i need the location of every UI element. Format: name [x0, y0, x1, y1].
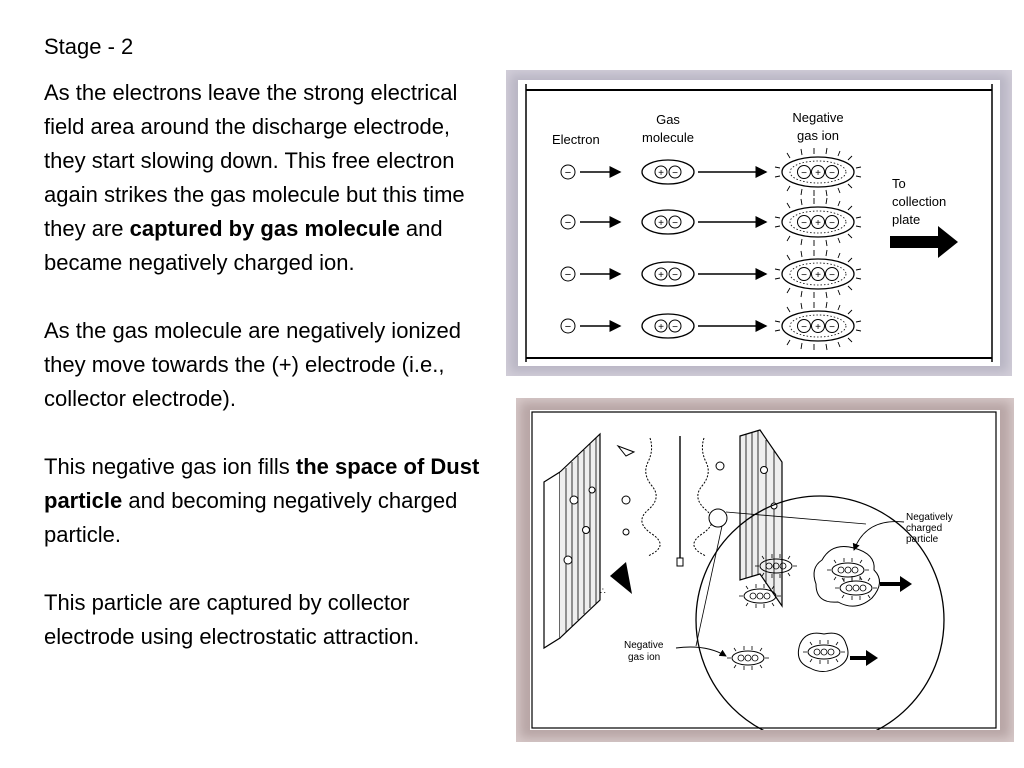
particle-arrow-1 — [880, 576, 912, 592]
left-collector-plates — [543, 432, 601, 650]
label-electron: Electron — [552, 132, 600, 147]
flow-arrow-out — [610, 562, 632, 594]
label-to-3: plate — [892, 212, 920, 227]
row-3 — [560, 249, 862, 299]
label-neg-1: Negative — [792, 110, 843, 125]
label-neg-particle-2: charged — [906, 523, 942, 534]
p3-text-a: This negative gas ion fills — [44, 454, 296, 479]
paragraph-1: As the electrons leave the strong electr… — [44, 76, 496, 280]
label-gas-1: Gas — [656, 112, 680, 127]
paragraph-3: This negative gas ion fills the space of… — [44, 450, 496, 552]
collection-arrow — [890, 226, 958, 258]
paragraph-2: As the gas molecule are negatively ioniz… — [44, 318, 462, 411]
discharge-corona-2 — [693, 437, 713, 557]
particle-arrow-2 — [850, 650, 878, 666]
slide-title: Stage - 2 — [44, 34, 134, 59]
p1-text-b: and became negatively charged ion. — [44, 216, 443, 275]
p3-bold: the space of Dust particle — [44, 454, 480, 513]
body-text: As the electrons leave the strong electr… — [44, 76, 496, 654]
flow-arrow-in — [616, 444, 636, 457]
row-4 — [560, 301, 862, 351]
diagram-precipitator-frame: ∴ — [516, 398, 1014, 745]
diagram-ionization-frame: − + − + − − — [506, 70, 1012, 376]
ionization-svg: − + − + − − — [525, 84, 993, 362]
p1-bold: captured by gas molecule — [129, 216, 400, 241]
label-neg-particle-3: particle — [906, 534, 939, 545]
diagram-precipitator: ∴ — [530, 410, 1000, 745]
diagram-ionization: − + − + − − — [518, 80, 1000, 366]
electrode-weight — [676, 557, 684, 567]
precipitator-svg: ∴ — [531, 411, 997, 745]
label-to-1: To — [892, 176, 906, 191]
zoom-source-particle — [708, 508, 728, 528]
label-neg-2: gas ion — [797, 128, 839, 143]
label-neg-ion-2: gas ion — [628, 652, 660, 663]
label-neg-particle-1: Negatively — [906, 512, 953, 523]
row-2 — [560, 197, 862, 247]
row-1 — [560, 147, 862, 197]
dust-dots: ∴ — [600, 586, 606, 596]
p3-text-b: and becoming negatively charged particle… — [44, 488, 458, 547]
label-neg-ion-1: Negative — [624, 640, 664, 651]
label-to-2: collection — [892, 194, 946, 209]
paragraph-4: This particle are captured by collector … — [44, 590, 420, 649]
label-gas-2: molecule — [642, 130, 694, 145]
right-collector-plates — [739, 429, 783, 608]
discharge-corona-1 — [641, 437, 661, 557]
p1-text-a: As the electrons leave the strong electr… — [44, 80, 465, 241]
